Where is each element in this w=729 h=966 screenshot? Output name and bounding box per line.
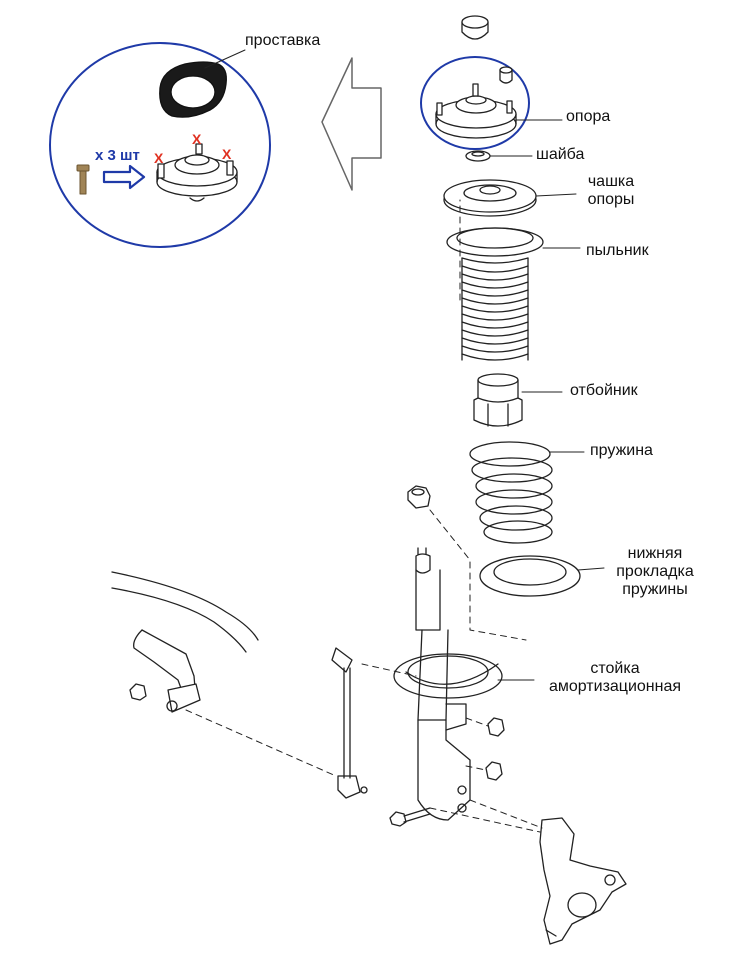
mount-highlight-circle	[420, 56, 530, 150]
lower-pad-part	[479, 555, 581, 597]
label-prostavka: проставка	[245, 32, 321, 49]
boot-part	[446, 227, 544, 361]
bump-stop-part	[473, 373, 523, 427]
label-otboinik: отбойник	[570, 382, 638, 399]
label-prokladka: нижняя прокладка пружины	[600, 545, 710, 599]
label-shaiba: шайба	[536, 146, 585, 163]
label-stoika-line2: амортизационная	[548, 678, 682, 695]
strut-part	[393, 547, 503, 821]
upper-seat-part	[443, 179, 537, 217]
remove-mark-right: X	[222, 146, 232, 162]
insert-arrow-icon	[102, 164, 146, 190]
label-stoika: стойка амортизационная	[530, 660, 700, 696]
stabilizer-bar-part	[111, 571, 259, 713]
alignment-lines	[429, 199, 527, 641]
label-pruzhina: пружина	[590, 442, 653, 459]
label-chashka: чашка опоры	[578, 173, 644, 209]
hollow-left-arrow-icon	[321, 57, 382, 191]
nut-part	[485, 717, 505, 781]
spacer-part	[159, 61, 227, 118]
dashed-guide-lines	[185, 663, 543, 833]
label-stoika-line1: стойка	[590, 660, 640, 677]
label-chashka-line1: чашка	[587, 173, 635, 190]
stabilizer-link-part	[331, 647, 368, 799]
washer-part	[465, 150, 491, 162]
inset-mount-part	[156, 143, 238, 202]
leader-prokladka	[577, 567, 605, 571]
inset-circle	[49, 42, 271, 248]
quantity-label: x 3 шт	[95, 147, 140, 164]
label-prokladka-line3: пружины	[622, 581, 688, 598]
spring-part	[469, 441, 553, 544]
leader-prostavka	[204, 49, 246, 69]
strut-nut-part	[407, 485, 431, 509]
label-prokladka-line1: нижняя	[627, 545, 683, 562]
top-nut-part	[461, 15, 489, 40]
knuckle-part	[539, 817, 627, 945]
label-pylnik: пыльник	[586, 242, 649, 259]
label-opora: опора	[566, 108, 611, 125]
lower-bolt-part	[389, 807, 431, 827]
bolt-icon	[76, 164, 90, 195]
label-chashka-line2: опоры	[587, 191, 635, 208]
leader-chashka	[535, 193, 577, 197]
remove-mark-center: X	[192, 131, 202, 147]
remove-mark-left: X	[154, 150, 164, 166]
inset-group	[49, 42, 271, 248]
label-prokladka-line2: прокладка	[616, 563, 694, 580]
mount-part	[435, 66, 517, 139]
